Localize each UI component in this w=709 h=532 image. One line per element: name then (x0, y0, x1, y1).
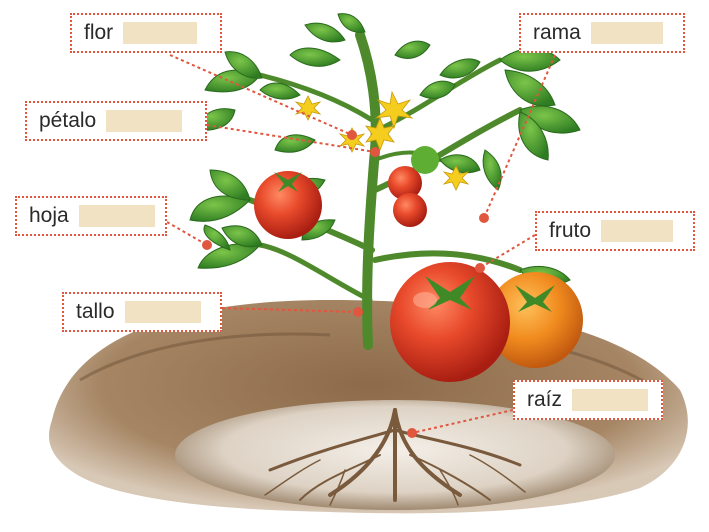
label-fruto-text: fruto (549, 219, 591, 243)
label-rama-text: rama (533, 21, 581, 45)
label-hoja: hoja (15, 196, 167, 236)
label-petalo: pétalo (25, 101, 207, 141)
label-tallo-text: tallo (76, 300, 115, 324)
leaves (190, 14, 580, 286)
answer-blank-fruto[interactable] (601, 220, 673, 242)
answer-blank-hoja[interactable] (79, 205, 155, 227)
label-raiz: raíz (513, 380, 663, 420)
label-hoja-text: hoja (29, 204, 69, 228)
label-fruto: fruto (535, 211, 695, 251)
label-petalo-text: pétalo (39, 109, 96, 133)
label-flor: flor (70, 13, 222, 53)
answer-blank-petalo[interactable] (106, 110, 182, 132)
answer-blank-flor[interactable] (123, 22, 197, 44)
flowers (296, 92, 468, 190)
label-tallo: tallo (62, 292, 222, 332)
label-raiz-text: raíz (527, 388, 562, 412)
label-flor-text: flor (84, 21, 113, 45)
answer-blank-rama[interactable] (591, 22, 663, 44)
answer-blank-raiz[interactable] (572, 389, 648, 411)
answer-blank-tallo[interactable] (125, 301, 201, 323)
label-rama: rama (519, 13, 685, 53)
